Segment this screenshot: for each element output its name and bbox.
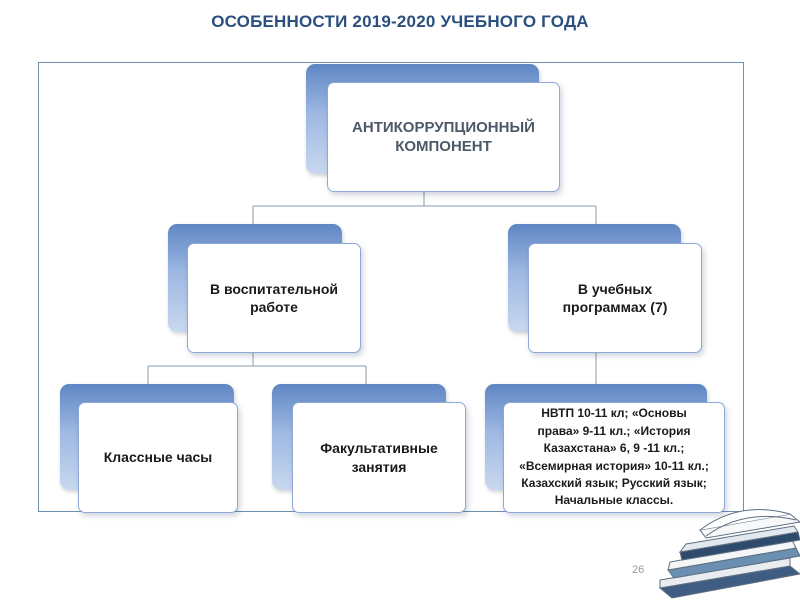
node-curriculum-subjects: НВТП 10-11 кл; «Основы права» 9-11 кл.; … — [485, 384, 725, 514]
node-curricula: В учебных программах (7) — [508, 224, 702, 354]
node-elective-classes: Факультативные занятия — [272, 384, 466, 514]
stacked-books-icon — [658, 509, 800, 599]
node-label: Классные часы — [103, 449, 213, 466]
node-anticorruption-component: АНТИКОРРУПЦИОННЫЙ КОМПОНЕНТ — [306, 64, 560, 194]
node-label: АНТИКОРРУПЦИОННЫЙ КОМПОНЕНТ — [352, 118, 535, 156]
node-label: Факультативные занятия — [320, 440, 438, 475]
node-class-hours: Классные часы — [60, 384, 238, 514]
node-label: В воспитательной работе — [209, 280, 339, 315]
node-label: В учебных программах (7) — [562, 280, 668, 315]
connector-left-children — [147, 352, 367, 384]
node-label: НВТП 10-11 кл; «Основы права» 9-11 кл.; … — [519, 406, 709, 508]
slide-number: 26 — [632, 564, 645, 576]
node-educational-work: В воспитательной работе — [168, 224, 361, 354]
connector-root-branches — [252, 192, 597, 224]
page-title: ОСОБЕННОСТИ 2019-2020 УЧЕБНОГО ГОДА — [211, 12, 589, 31]
